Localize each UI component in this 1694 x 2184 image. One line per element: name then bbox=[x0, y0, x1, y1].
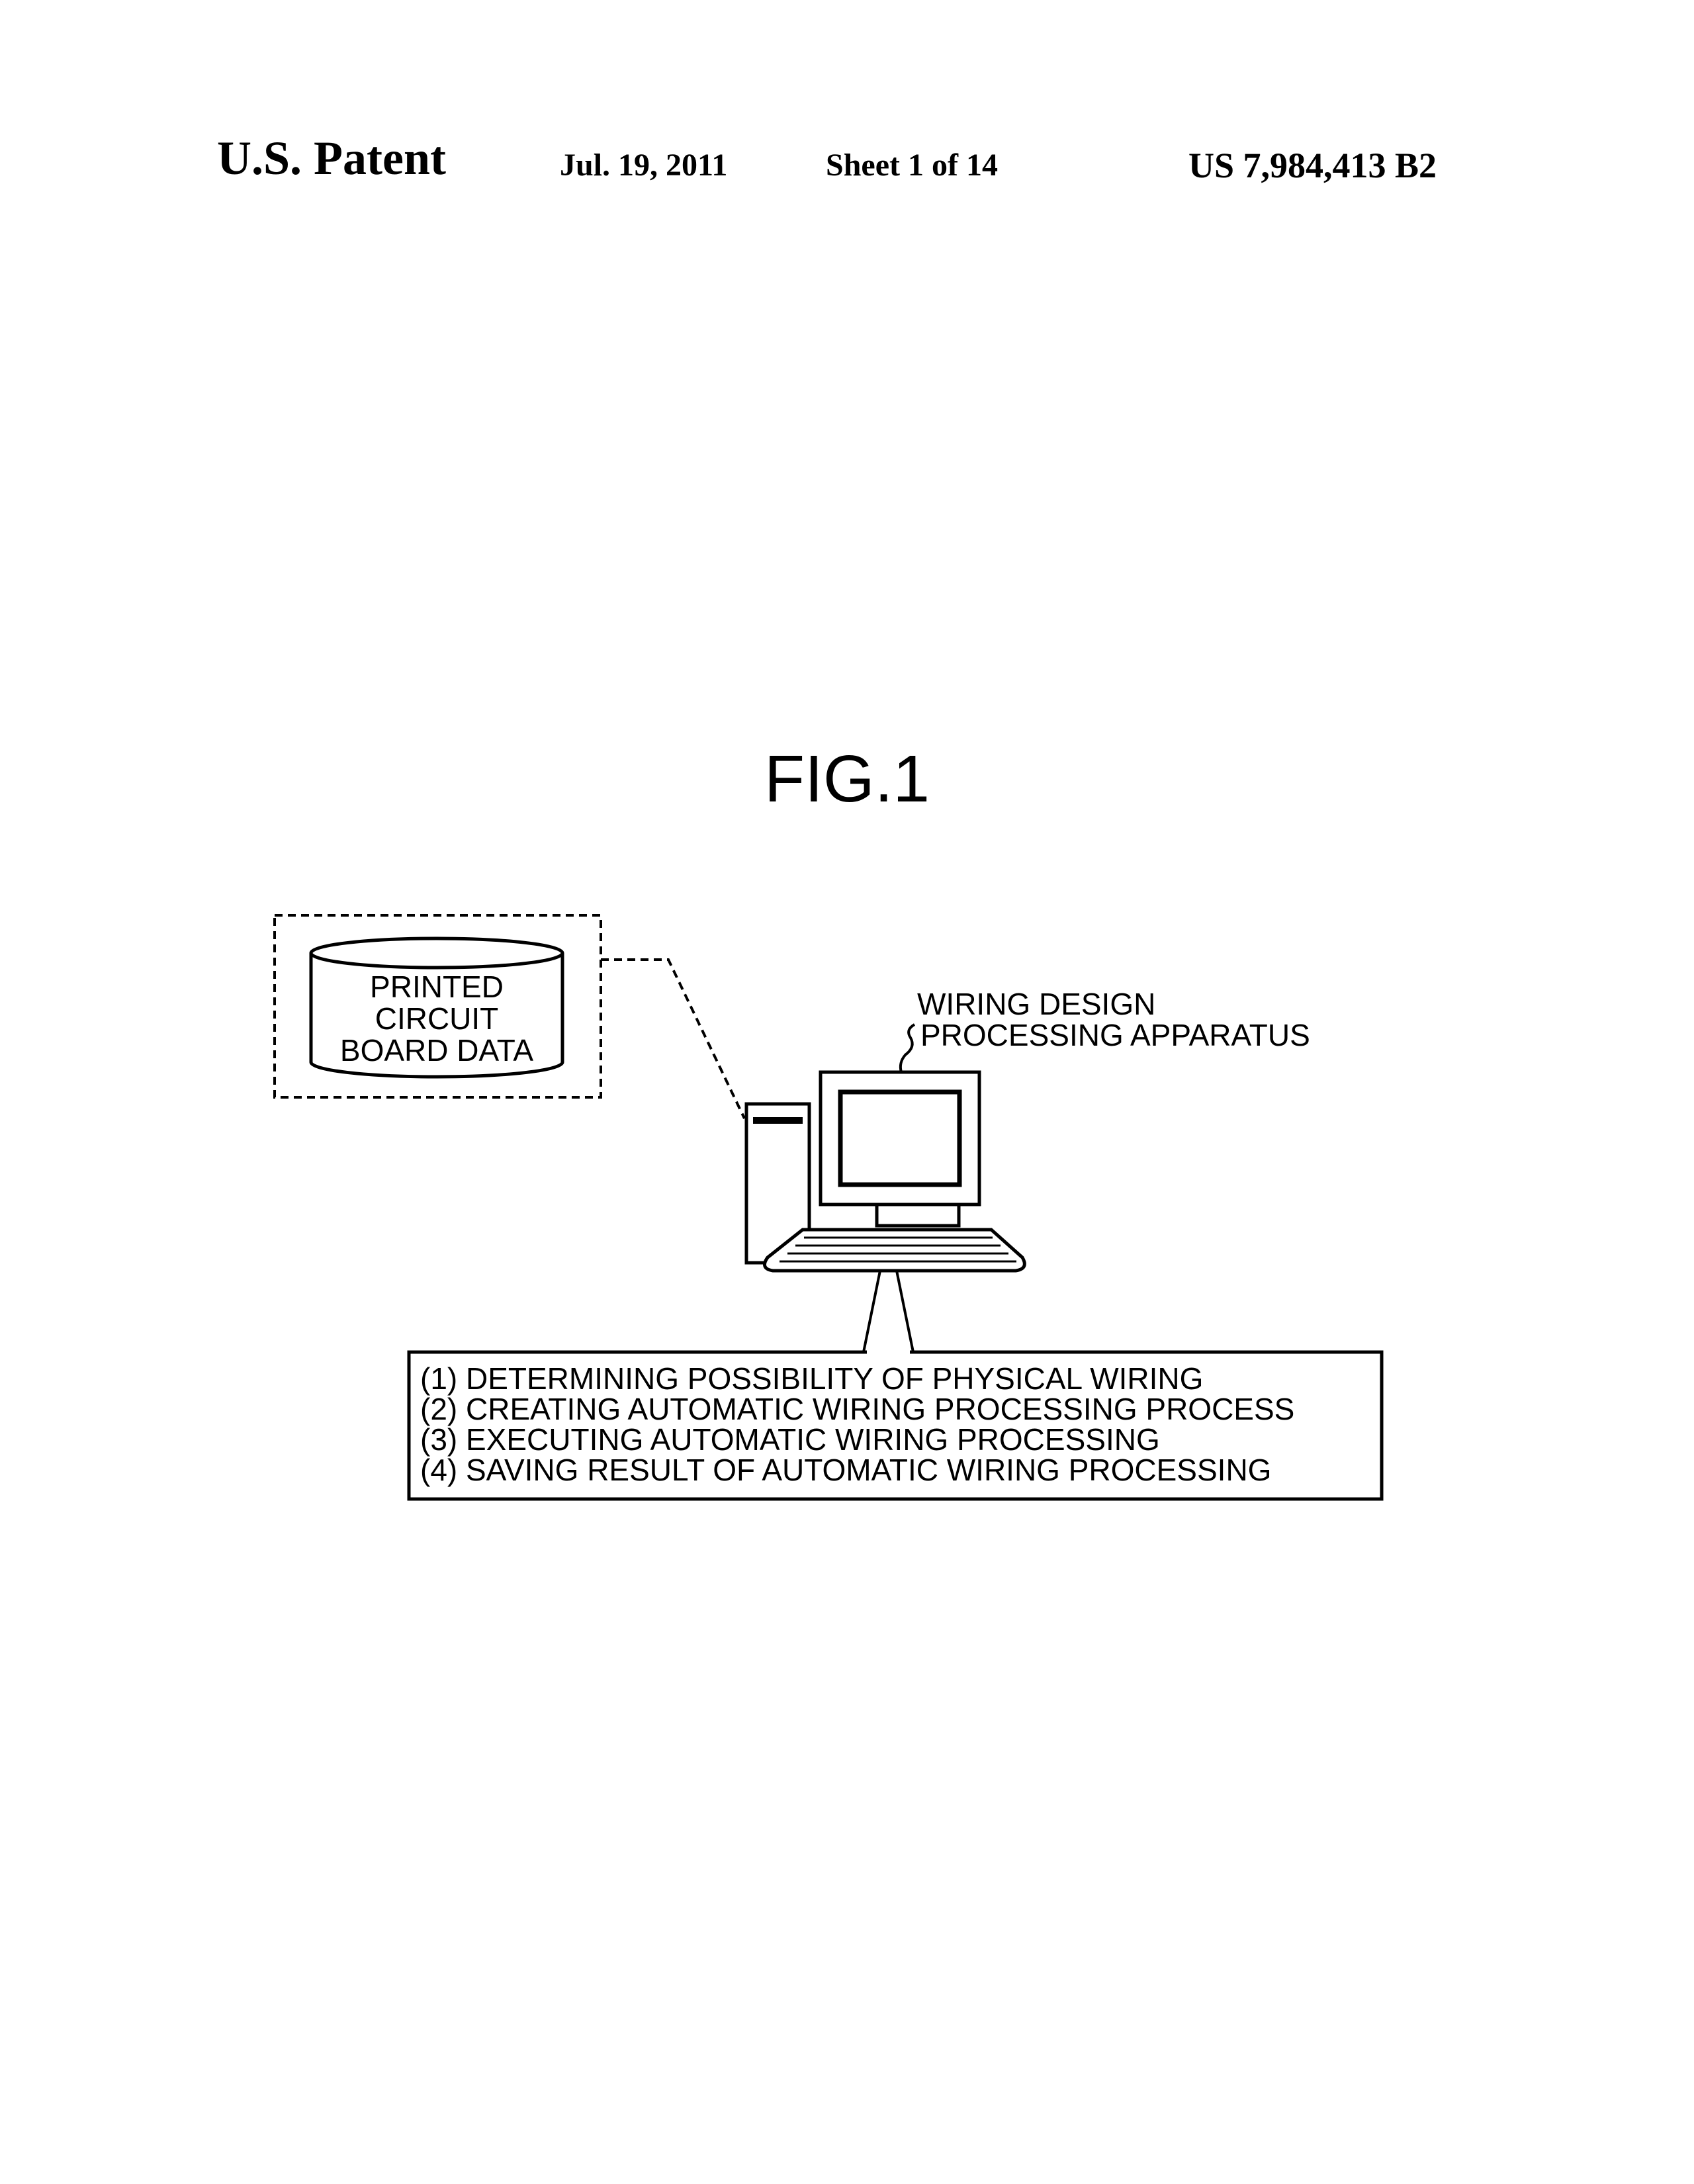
process-step-2: (2) CREATING AUTOMATIC WIRING PROCESSING… bbox=[420, 1392, 1294, 1426]
process-step-4: (4) SAVING RESULT OF AUTOMATIC WIRING PR… bbox=[420, 1453, 1271, 1487]
process-step-3: (3) EXECUTING AUTOMATIC WIRING PROCESSIN… bbox=[420, 1422, 1160, 1457]
computer-icon bbox=[746, 1072, 1024, 1271]
process-step-1: (1) DETERMINING POSSIBILITY OF PHYSICAL … bbox=[420, 1361, 1203, 1396]
apparatus-label-line-1: WIRING DESIGN bbox=[917, 987, 1155, 1021]
database-connection-line bbox=[601, 960, 744, 1118]
apparatus-label-line-2: PROCESSING APPARATUS bbox=[920, 1018, 1310, 1052]
database-label-line-1: PRINTED bbox=[370, 970, 504, 1004]
database-label-line-2: CIRCUIT bbox=[375, 1001, 499, 1036]
database-label-line-3: BOARD DATA bbox=[340, 1033, 534, 1068]
apparatus-leader-line bbox=[901, 1024, 914, 1072]
steps-callout-pointer bbox=[864, 1271, 913, 1352]
